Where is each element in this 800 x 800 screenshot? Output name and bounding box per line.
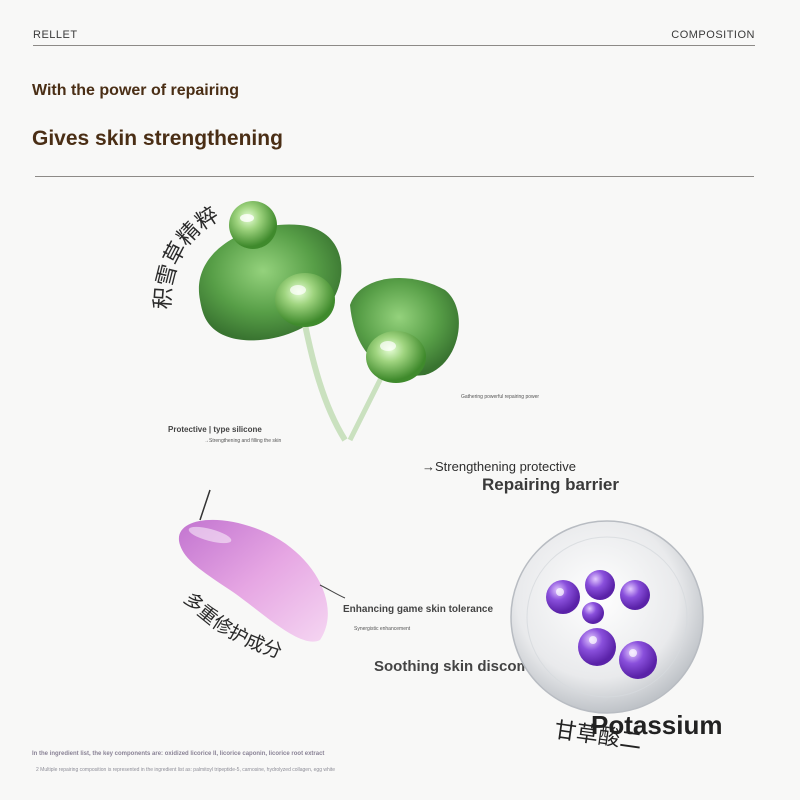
multi-repair-cn-text: 多重修护成分 bbox=[179, 590, 284, 663]
page-heading: Gives skin strengthening bbox=[32, 127, 283, 150]
centella-sublabel: →Strengthening and filling the skin bbox=[204, 438, 282, 444]
glycyrrhizic-en-name: Potassium bbox=[591, 710, 723, 740]
crystal-sphere-illustration bbox=[510, 520, 704, 714]
multi-repair-sublabel: Synergistic enhancement bbox=[354, 626, 411, 632]
barrier-line-2: Repairing barrier bbox=[482, 475, 619, 494]
footnote-1: In the ingredient list, the key componen… bbox=[32, 751, 325, 757]
centella-side-note: Gathering powerful repairing power bbox=[461, 394, 540, 400]
pink-gel-illustration bbox=[178, 489, 346, 642]
multi-repair-cn-name: 多重修护成分 bbox=[179, 590, 284, 663]
svg-text:多重修护成分: 多重修护成分 bbox=[179, 590, 284, 663]
centella-cn-text: 积雪草精粹 bbox=[151, 203, 224, 311]
brand-name: RELLET bbox=[33, 29, 78, 41]
footnote-2: 2 Multiple repairing composition is repr… bbox=[36, 767, 336, 773]
section-title: COMPOSITION bbox=[671, 29, 755, 41]
glycyrrhizic-label: Soothing skin discomfort bbox=[374, 658, 555, 675]
multi-repair-label: Enhancing game skin tolerance bbox=[343, 604, 494, 615]
top-divider bbox=[33, 45, 755, 46]
svg-text:积雪草精粹: 积雪草精粹 bbox=[151, 203, 224, 311]
subheading: With the power of repairing bbox=[32, 82, 239, 99]
barrier-line-1: →Strengthening protective bbox=[422, 459, 576, 474]
centella-cn-name: 积雪草精粹 bbox=[151, 203, 224, 311]
middle-divider bbox=[35, 176, 754, 177]
centella-label: Protective | type silicone bbox=[168, 425, 262, 434]
centella-leaf-illustration bbox=[198, 201, 459, 442]
